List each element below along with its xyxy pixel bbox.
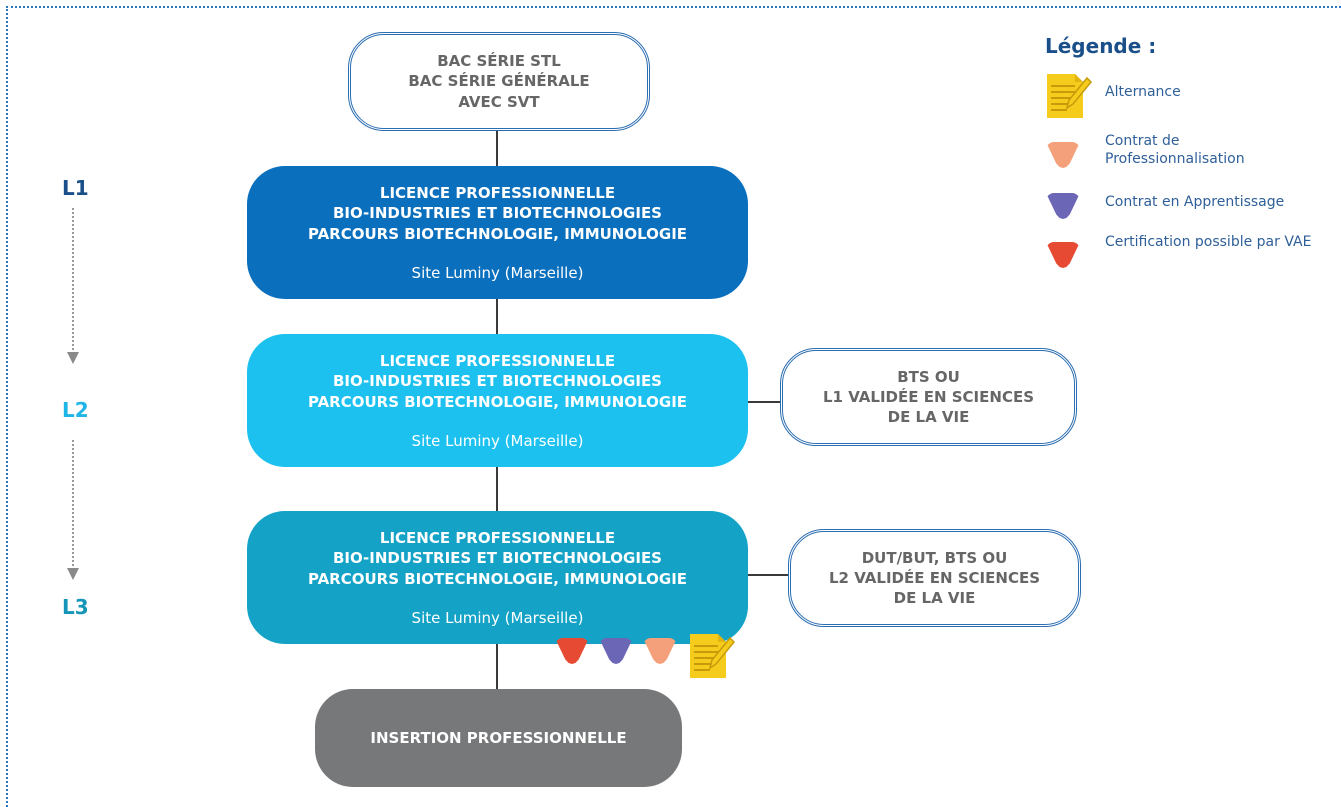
program-box-l3: LICENCE PROFESSIONNELLE BIO-INDUSTRIES E… (247, 511, 748, 644)
purple-badge-icon (599, 638, 633, 664)
insertion-professionnelle-label: INSERTION PROFESSIONNELLE (370, 728, 627, 747)
level-progress-arrow-line-1 (72, 208, 74, 350)
level-progress-arrowhead-1 (67, 352, 79, 364)
legend-item-certification-vae: Certification possible par VAE (1105, 234, 1312, 250)
legend-item-contrat-professionnalisation: Contrat de Professionnalisation (1105, 133, 1245, 168)
document-pencil-icon (690, 634, 736, 678)
program-box-l2: LICENCE PROFESSIONNELLE BIO-INDUSTRIES E… (247, 334, 748, 467)
bac-prerequisite-text: BAC SÉRIE STL BAC SÉRIE GÉNÉRALE AVEC SV… (408, 52, 590, 111)
insertion-professionnelle-box: INSERTION PROFESSIONNELLE (315, 689, 682, 787)
legend-title: Légende : (1045, 34, 1157, 58)
program-site-l3: Site Luminy (Marseille) (411, 608, 584, 627)
connector-l2-entry (748, 401, 782, 403)
legend-item-alternance: Alternance (1105, 84, 1181, 100)
level-progress-arrowhead-2 (67, 568, 79, 580)
legend-red-badge-icon (1046, 242, 1080, 268)
frame-top-border (6, 6, 1341, 8)
connector-bac-to-l1 (496, 130, 498, 168)
l2-entry-text: BTS OU L1 VALIDÉE EN SCIENCES DE LA VIE (823, 367, 1034, 427)
level-l2-label: L2 (62, 398, 89, 422)
program-title-l2: LICENCE PROFESSIONNELLE BIO-INDUSTRIES E… (307, 352, 688, 411)
legend-orange-badge-icon (1046, 142, 1080, 168)
connector-l3-to-insertion (496, 644, 498, 690)
orange-badge-icon (643, 638, 677, 664)
connector-l2-to-l3 (496, 466, 498, 512)
l3-entry-box: DUT/BUT, BTS OU L2 VALIDÉE EN SCIENCES D… (788, 529, 1081, 627)
level-l3-label: L3 (62, 595, 89, 619)
program-box-l1: LICENCE PROFESSIONNELLE BIO-INDUSTRIES E… (247, 166, 748, 299)
level-progress-arrow-line-2 (72, 440, 74, 566)
connector-l3-entry (748, 574, 790, 576)
program-site-l2: Site Luminy (Marseille) (411, 431, 584, 450)
program-title-l3: LICENCE PROFESSIONNELLE BIO-INDUSTRIES E… (307, 529, 688, 588)
bac-prerequisite-box: BAC SÉRIE STL BAC SÉRIE GÉNÉRALE AVEC SV… (348, 32, 650, 131)
l2-entry-box: BTS OU L1 VALIDÉE EN SCIENCES DE LA VIE (780, 348, 1077, 446)
legend-purple-badge-icon (1046, 193, 1080, 219)
program-title-l1: LICENCE PROFESSIONNELLE BIO-INDUSTRIES E… (307, 184, 688, 243)
l3-entry-text: DUT/BUT, BTS OU L2 VALIDÉE EN SCIENCES D… (829, 548, 1040, 608)
connector-l1-to-l2 (496, 298, 498, 336)
frame-left-border (6, 6, 8, 807)
legend-document-pencil-icon (1047, 74, 1093, 118)
red-badge-icon (555, 638, 589, 664)
legend-item-contrat-apprentissage: Contrat en Apprentissage (1105, 194, 1285, 210)
program-site-l1: Site Luminy (Marseille) (411, 263, 584, 282)
level-l1-label: L1 (62, 176, 89, 200)
